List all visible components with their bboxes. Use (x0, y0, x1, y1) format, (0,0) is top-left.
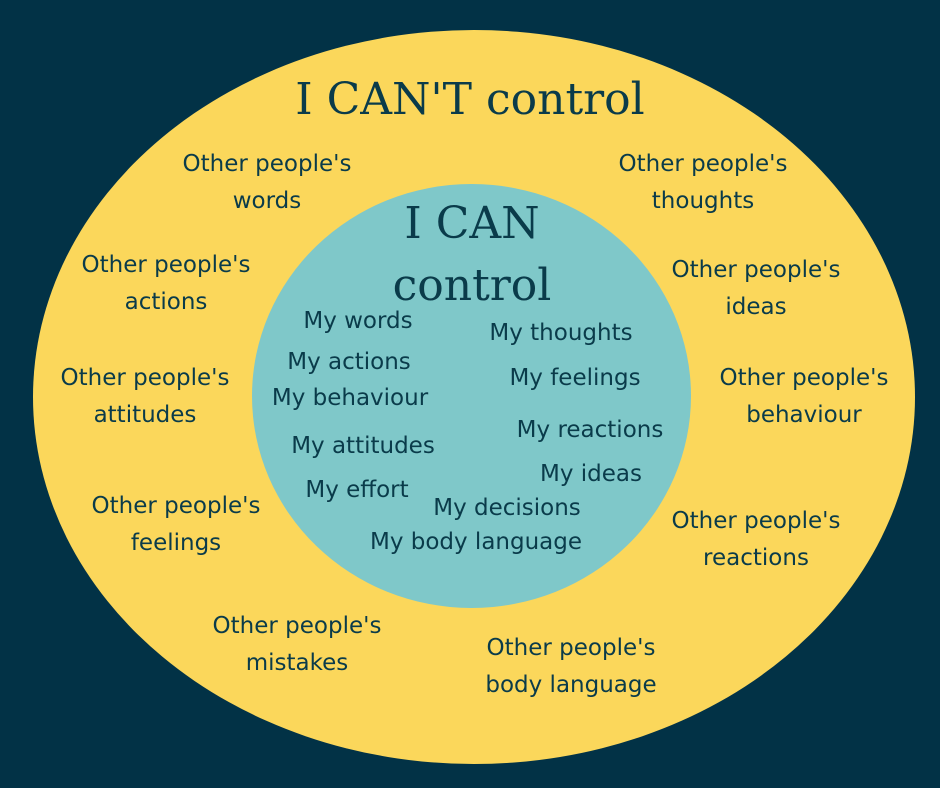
inner-item-reactions: My reactions (516, 417, 664, 443)
cant-control-title: I CAN'T control (295, 74, 645, 125)
outer-item-reactions: Other people's reactions (672, 503, 841, 577)
outer-item-line2: body language (485, 672, 657, 698)
inner-item-ideas: My ideas (540, 461, 642, 487)
outer-item-mistakes: Other people's mistakes (213, 608, 382, 682)
outer-item-line1: Other people's (719, 365, 889, 391)
can-control-title-line2: control (392, 260, 552, 311)
outer-item-line1: Other people's (671, 257, 841, 283)
outer-item-thoughts: Other people's thoughts (619, 146, 788, 220)
outer-item-line1: Other people's (182, 151, 352, 177)
outer-item-line2: actions (124, 289, 208, 315)
outer-item-line2: feelings (130, 530, 222, 556)
outer-item-line1: Other people's (81, 252, 251, 278)
inner-item-words: My words (303, 308, 413, 334)
outer-item-line1: Other people's (212, 613, 382, 639)
inner-item-attitudes: My attitudes (291, 433, 435, 459)
outer-item-line1: Other people's (671, 508, 841, 534)
outer-item-words: Other people's words (183, 146, 352, 220)
outer-item-behaviour: Other people's behaviour (720, 360, 889, 434)
outer-item-line2: reactions (703, 545, 809, 571)
outer-item-line2: thoughts (651, 188, 755, 214)
outer-item-line1: Other people's (60, 365, 230, 391)
outer-item-line2: mistakes (245, 650, 349, 676)
outer-item-attitudes: Other people's attitudes (61, 360, 230, 434)
inner-item-effort: My effort (305, 477, 409, 503)
outer-item-line1: Other people's (618, 151, 788, 177)
inner-item-thoughts: My thoughts (489, 320, 633, 346)
inner-item-actions: My actions (287, 349, 411, 375)
can-control-title-line1: I CAN (404, 198, 540, 249)
outer-item-ideas: Other people's ideas (672, 252, 841, 326)
outer-item-actions: Other people's actions (82, 247, 251, 321)
outer-item-line1: Other people's (91, 493, 261, 519)
outer-item-line2: ideas (725, 294, 787, 320)
outer-item-body-language: Other people's body language (485, 630, 656, 704)
outer-item-line2: attitudes (93, 402, 197, 428)
outer-item-line1: Other people's (486, 635, 656, 661)
outer-item-line2: behaviour (746, 402, 862, 428)
inner-item-feelings: My feelings (509, 365, 641, 391)
inner-item-decisions: My decisions (433, 495, 581, 521)
inner-item-behaviour: My behaviour (271, 385, 429, 411)
outer-item-line2: words (232, 188, 302, 214)
can-control-circle (252, 184, 691, 608)
can-control-title: I CAN control (322, 193, 622, 317)
outer-item-feelings: Other people's feelings (92, 488, 261, 562)
inner-item-body-language: My body language (369, 529, 583, 555)
